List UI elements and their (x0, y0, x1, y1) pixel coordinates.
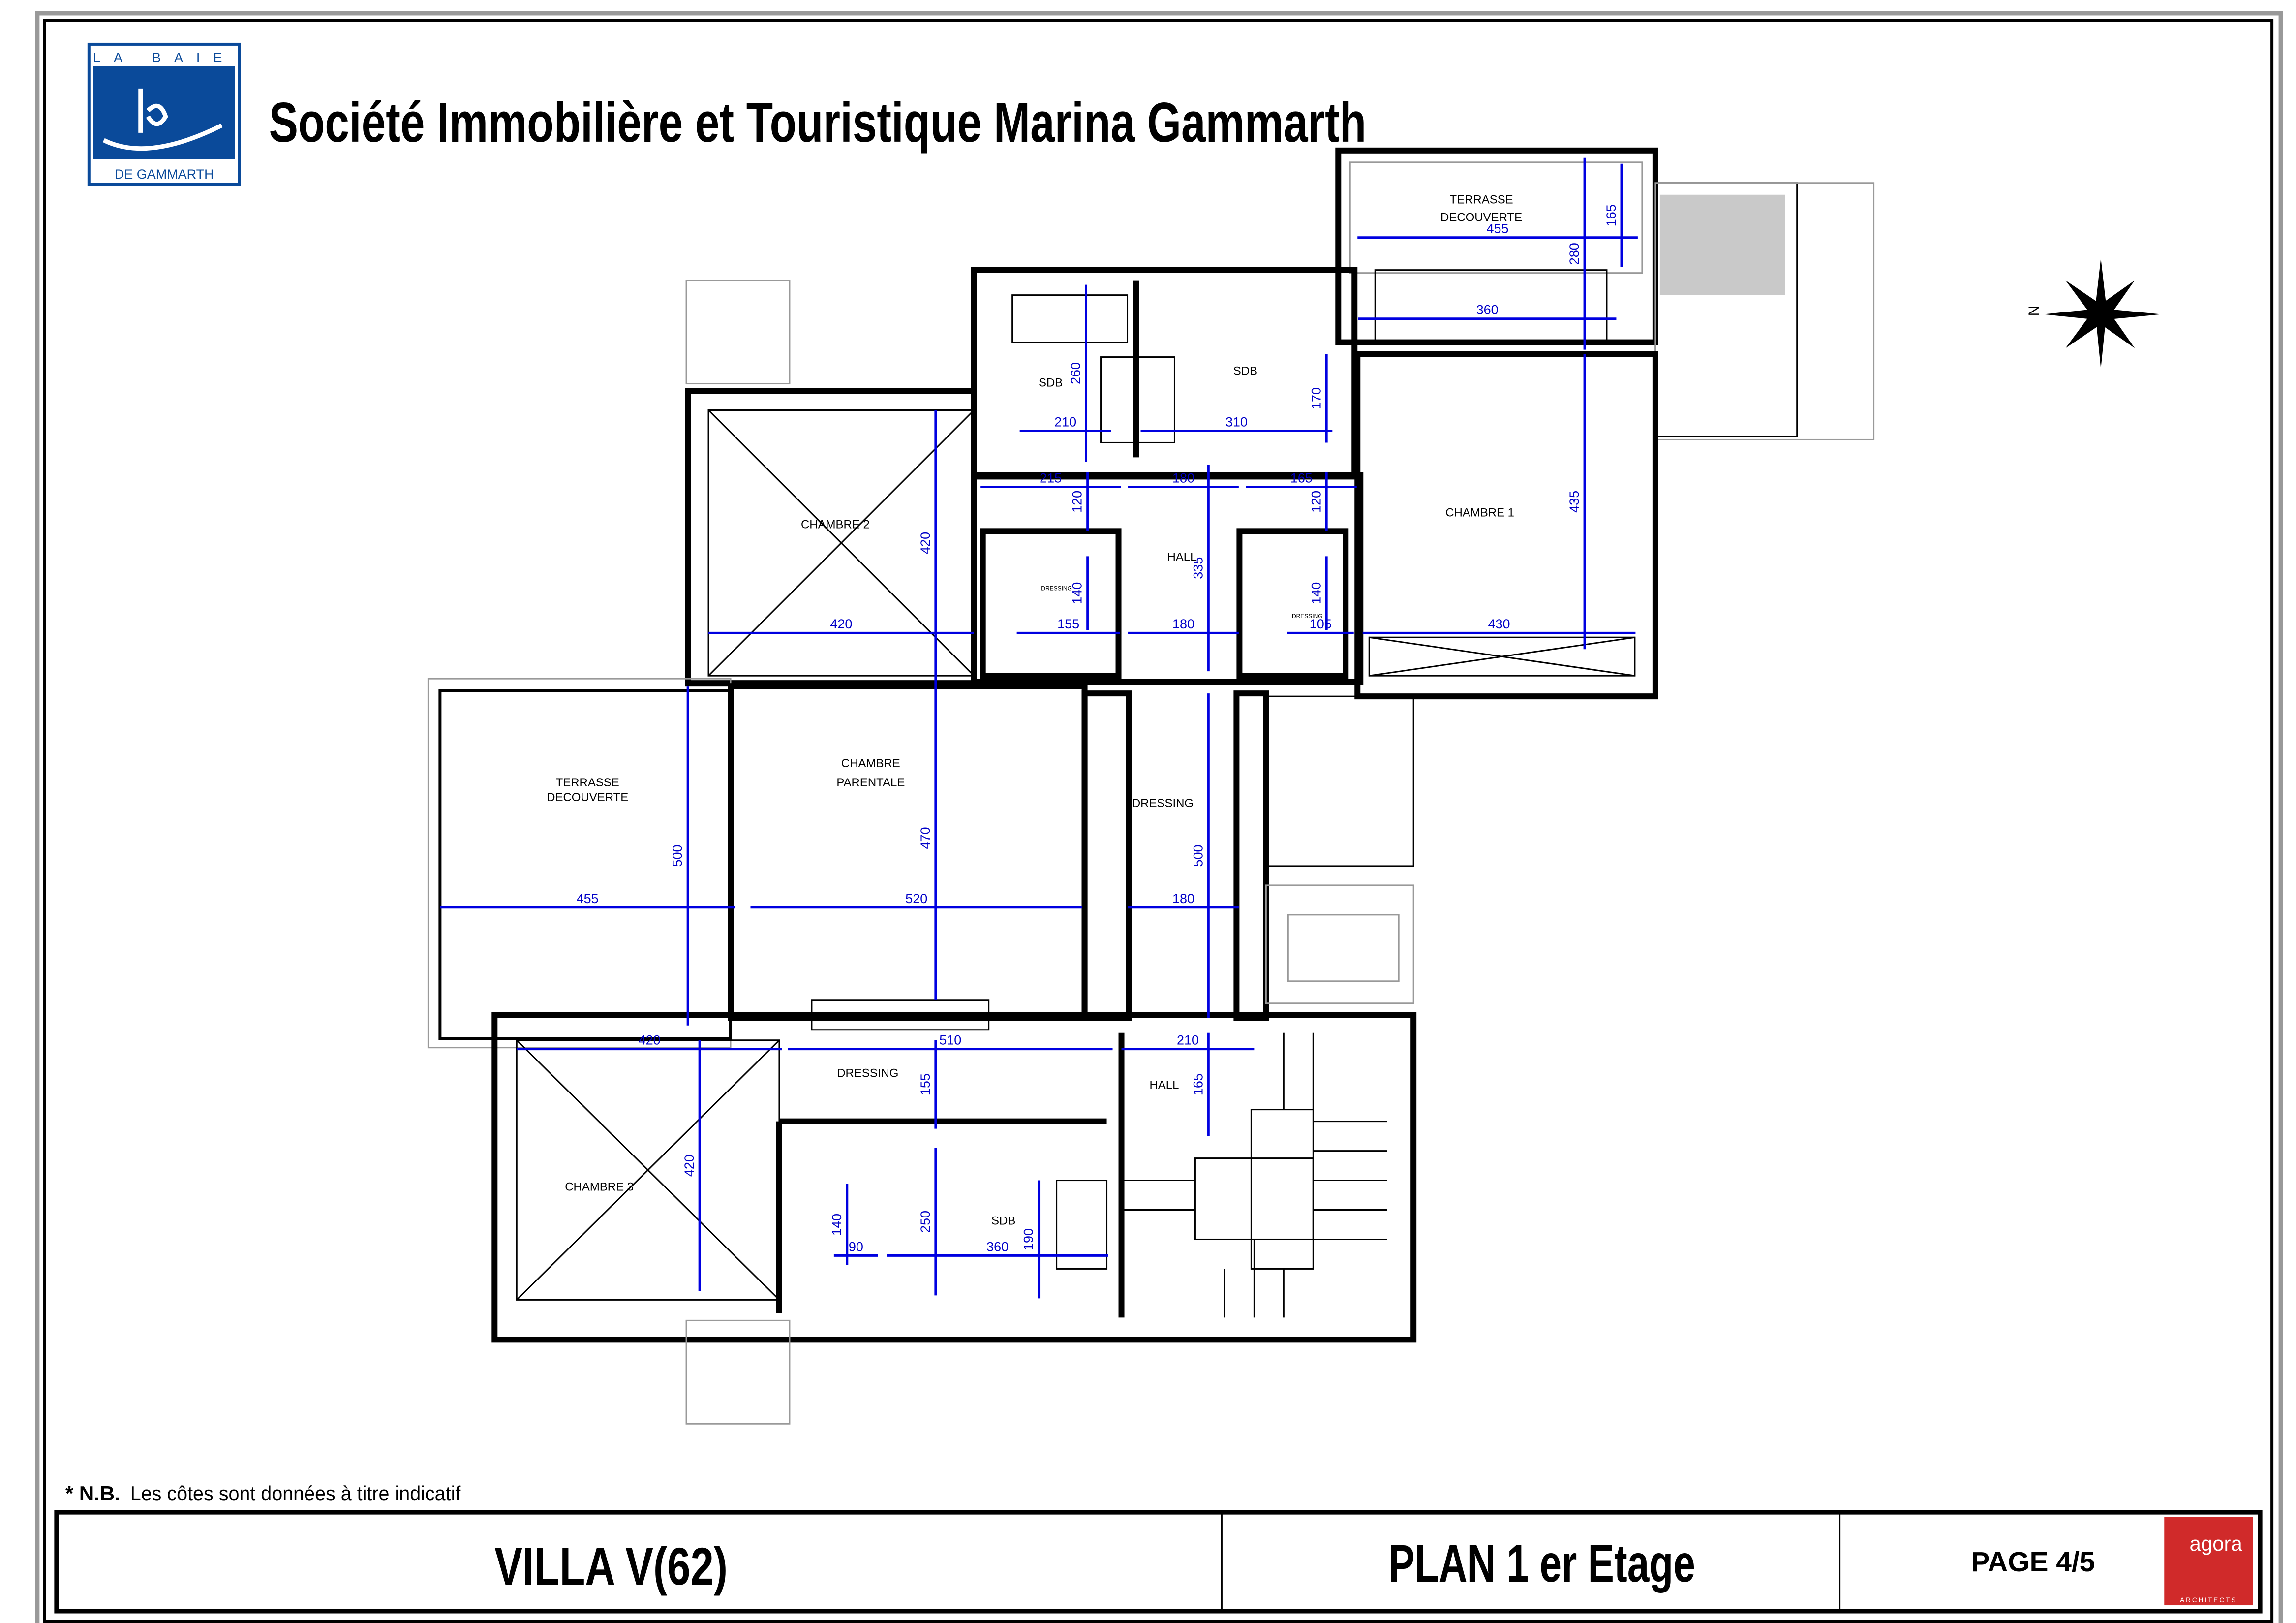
room-label: CHAMBRE (841, 757, 900, 770)
villa-label: VILLA V(62) (494, 1536, 728, 1596)
room-label: CHAMBRE 2 (801, 518, 870, 531)
dimension-label: 165 (1290, 470, 1313, 485)
room-label: CHAMBRE 1 (1445, 506, 1514, 519)
company-title: Société Immobilière et Touristique Marin… (269, 92, 1367, 154)
plan-walls (427, 147, 1875, 1425)
room-label: DRESSING (1132, 797, 1194, 810)
dimension-label: 430 (1488, 617, 1510, 631)
dimension-label: 500 (1191, 844, 1205, 867)
dimension-label: 210 (1054, 414, 1076, 429)
dimension-label: 120 (1309, 491, 1323, 513)
dimension-label: 180 (1172, 470, 1194, 485)
room-label: DECOUVERTE (547, 791, 628, 804)
dimension-label: 420 (830, 617, 852, 631)
agora-architects-logo: agora ARCHITECTS (2164, 1517, 2253, 1606)
room-label: CHAMBRE 3 (565, 1181, 634, 1194)
room-label: SDB (1233, 365, 1257, 378)
dimension-label: 435 (1567, 491, 1582, 513)
dimension-label: 215 (1040, 470, 1062, 485)
la-baie-logo: LA BAIE DE GAMMARTH (87, 42, 241, 186)
room-label: DRESSING (1041, 585, 1072, 592)
logo-bottom-text: DE GAMMARTH (115, 167, 214, 182)
note-prefix: * N.B. (65, 1482, 121, 1505)
room-label: DECOUVERTE (1440, 211, 1522, 224)
title-block: VILLA V(62) PLAN 1 er Etage PAGE 4/5 ago… (54, 1510, 2263, 1614)
room-label: TERRASSE (1449, 193, 1513, 207)
dimension-label: 250 (918, 1211, 933, 1233)
dimension-label: 280 (1567, 243, 1582, 265)
dimension-label: 510 (939, 1033, 961, 1048)
dimension-label: 190 (1021, 1228, 1036, 1250)
page-number: PAGE 4/5 (1971, 1546, 2095, 1578)
north-compass-icon: N (2025, 258, 2162, 369)
dimension-label: 140 (829, 1214, 844, 1236)
hatched-area (1659, 194, 1785, 295)
dimension-label: 420 (918, 532, 933, 554)
room-label: SDB (991, 1214, 1015, 1227)
dimension-label: 520 (905, 891, 927, 906)
dimension-label: 335 (1191, 557, 1205, 579)
dimension-label: 210 (1177, 1033, 1199, 1048)
dimension-label: 165 (1191, 1073, 1205, 1095)
dimension-label: 360 (1476, 303, 1499, 317)
dimension-label: 165 (1604, 204, 1619, 226)
dimension-lines: 455 165 280 360 260 210 310 170 215 180 165 120 120 4… (440, 157, 1638, 1299)
room-label: DRESSING (837, 1067, 898, 1080)
sheet-inner-frame (43, 19, 2274, 1623)
room-labels: TERRASSE DECOUVERTE SDB SDB CHAMBRE 2 CHAMBRE… (547, 193, 1522, 1228)
plan-label: PLAN 1 er Etage (1388, 1533, 1695, 1593)
room-label: TERRASSE (556, 776, 619, 789)
sheet-outer-frame (35, 11, 2283, 1623)
dimension-label: 470 (918, 827, 933, 849)
compass-north-label: N (2025, 306, 2041, 316)
staircase (1121, 1032, 1387, 1318)
room-label: HALL (1167, 550, 1196, 563)
dimension-label: 140 (1309, 582, 1323, 604)
dimension-label: 180 (1172, 891, 1194, 906)
svg-text:agora: agora (2190, 1532, 2243, 1555)
dimension-label: 140 (1070, 582, 1085, 604)
dimension-label: 260 (1069, 362, 1083, 384)
dimension-label: 360 (986, 1239, 1009, 1254)
dimension-label: 420 (639, 1033, 661, 1048)
room-label: PARENTALE (836, 776, 905, 789)
logo-top-text: LA BAIE (93, 50, 235, 65)
dimension-label: 105 (1310, 617, 1332, 631)
dimension-label: 155 (1057, 617, 1079, 631)
svg-text:ARCHITECTS: ARCHITECTS (2180, 1596, 2237, 1604)
dimension-label: 420 (682, 1155, 697, 1177)
dimension-label: 455 (1487, 221, 1509, 236)
dimension-label: 170 (1309, 387, 1323, 409)
dimension-label: 310 (1225, 414, 1248, 429)
room-label: SDB (1039, 376, 1063, 390)
room-label: DRESSING (1292, 613, 1323, 620)
dimension-label: 180 (1172, 617, 1194, 631)
room-label: HALL (1149, 1079, 1179, 1092)
note-text: Les côtes sont données à titre indicatif (130, 1482, 461, 1505)
dimension-label: 455 (577, 891, 599, 906)
dimension-label: 155 (918, 1073, 933, 1095)
dimension-label: 500 (670, 844, 685, 867)
dimension-label: 90 (849, 1239, 863, 1254)
dimension-label: 120 (1070, 491, 1085, 513)
